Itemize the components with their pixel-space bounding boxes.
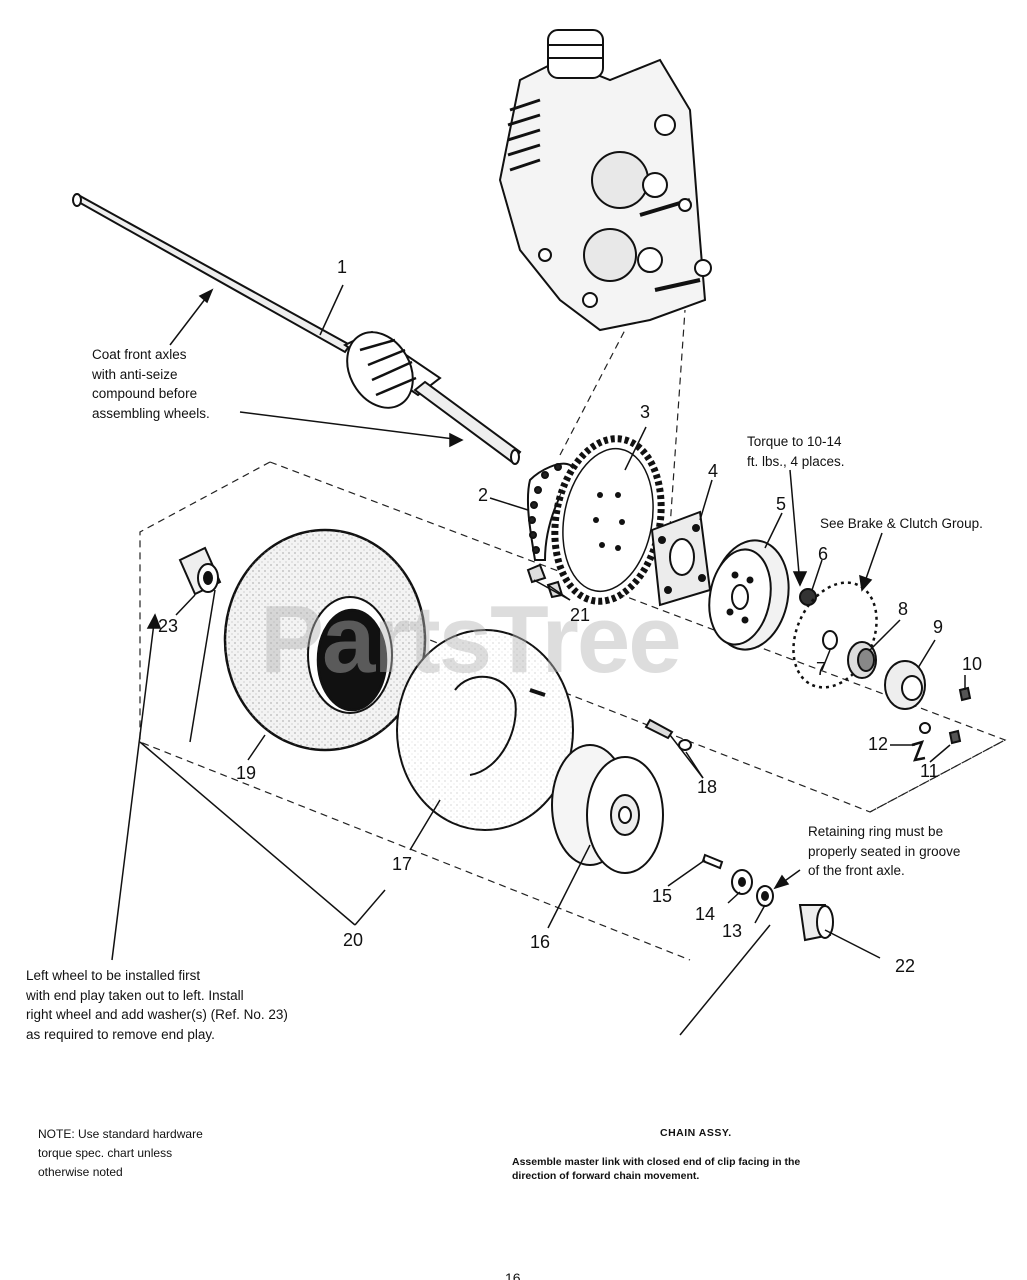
- wheel-rim: [551, 744, 664, 874]
- callout-3: 3: [640, 402, 651, 422]
- callout-23: 23: [158, 616, 179, 636]
- page-number: 16: [505, 1270, 521, 1280]
- tire: [223, 528, 427, 752]
- callout-1: 1: [337, 257, 348, 277]
- note-brake-clutch: See Brake & Clutch Group.: [820, 516, 983, 531]
- chain-assy-title: CHAIN ASSY.: [660, 1127, 732, 1139]
- hub-hardware: [847, 641, 972, 762]
- callout-14: 14: [695, 904, 716, 924]
- callout-22: 22: [895, 956, 916, 976]
- callout-6: 6: [818, 544, 829, 564]
- transmission-housing: [498, 29, 712, 332]
- leader-lines: [111, 284, 966, 1036]
- callout-21: 21: [570, 605, 591, 625]
- note-retaining-ring: Retaining ring must be properly seated i…: [808, 824, 961, 878]
- callout-20: 20: [343, 930, 364, 950]
- callout-19: 19: [236, 763, 257, 783]
- callout-10: 10: [962, 654, 983, 674]
- front-axle: [72, 193, 522, 465]
- callout-4: 4: [708, 461, 719, 481]
- note-left-wheel: Left wheel to be installed first with en…: [26, 968, 288, 1042]
- inner-tube: [396, 629, 574, 831]
- callout-17: 17: [392, 854, 413, 874]
- callout-2: 2: [478, 485, 489, 505]
- note-coat-axles: Coat front axles with anti-seize compoun…: [92, 347, 210, 421]
- callout-15: 15: [652, 886, 673, 906]
- callout-11: 11: [920, 761, 939, 781]
- small-hardware: [178, 546, 834, 942]
- watermark: PartsTree: [260, 586, 682, 693]
- hardware-6-7: [792, 581, 878, 689]
- brake-drum: [708, 539, 790, 651]
- callout-9: 9: [933, 617, 944, 637]
- note-hardware: NOTE: Use standard hardware torque spec.…: [38, 1127, 203, 1179]
- callout-16: 16: [530, 932, 551, 952]
- chain-assy-note: Assemble master link with closed end of …: [512, 1156, 801, 1182]
- callout-5: 5: [776, 494, 787, 514]
- callout-18: 18: [697, 777, 718, 797]
- callout-12: 12: [868, 734, 889, 754]
- callout-7: 7: [816, 659, 827, 679]
- note-torque: Torque to 10-14 ft. lbs., 4 places.: [747, 434, 845, 469]
- callout-8: 8: [898, 599, 909, 619]
- callout-13: 13: [722, 921, 743, 941]
- sprocket: [551, 435, 665, 605]
